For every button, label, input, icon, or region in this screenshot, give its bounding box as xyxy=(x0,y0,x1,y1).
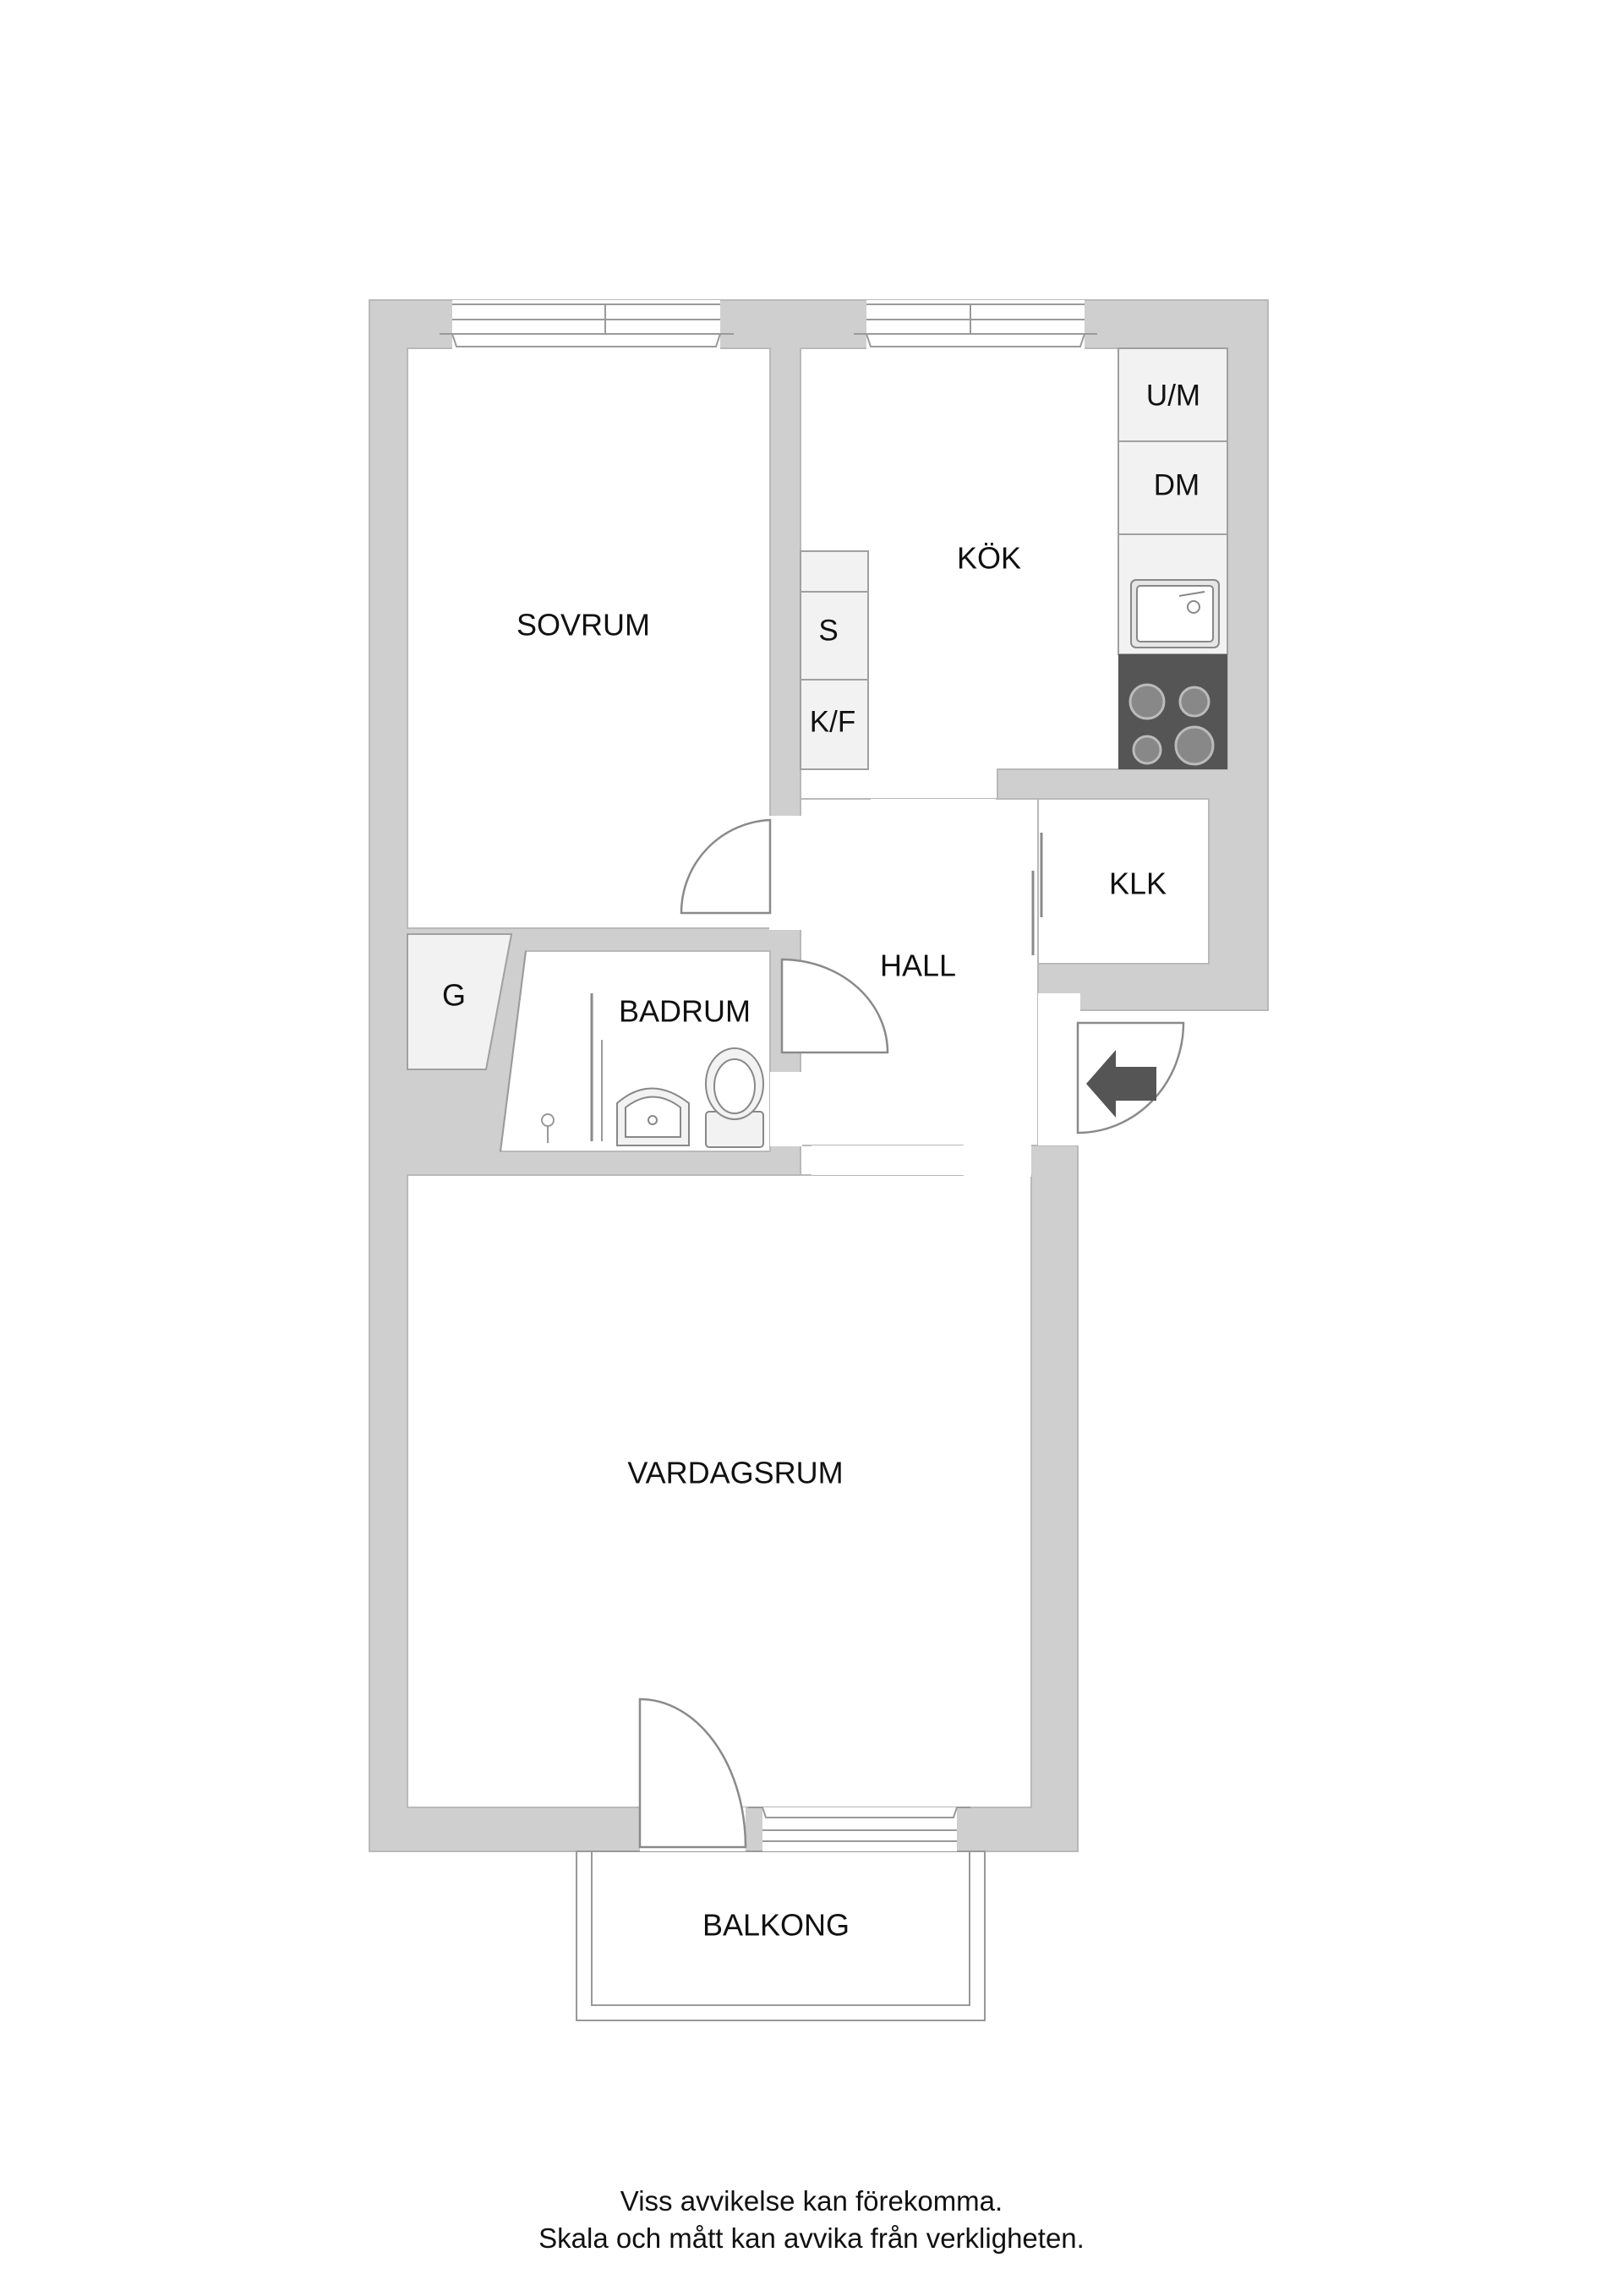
room-g: G xyxy=(442,978,466,1013)
label-s: S xyxy=(818,614,838,647)
washbasin-icon xyxy=(616,1087,690,1146)
fixture-kf xyxy=(800,679,869,770)
door-badrum xyxy=(780,958,889,1054)
shower-icon xyxy=(541,1113,555,1143)
room-klk: KLK xyxy=(1109,866,1167,901)
room-badrum: BADRUM xyxy=(619,994,751,1029)
room-hall: HALL xyxy=(880,948,956,983)
room-sovrum: SOVRUM xyxy=(516,608,650,642)
label-um: U/M xyxy=(1146,379,1200,412)
window-sovrum xyxy=(440,303,734,347)
fixture-s-top xyxy=(800,550,869,593)
fixture-dm xyxy=(1118,440,1228,535)
window-kok xyxy=(854,303,1097,347)
room-kok: KÖK xyxy=(957,541,1021,576)
label-dm: DM xyxy=(1154,468,1199,501)
fixture-um xyxy=(1118,347,1228,442)
entrance-arrow-icon xyxy=(1086,1050,1156,1118)
kitchen-sink-icon xyxy=(1130,579,1220,648)
room-balkong: BALKONG xyxy=(702,1908,850,1943)
toilet-icon xyxy=(705,1047,764,1148)
disclaimer: Viss avvikelse kan förekomma. Skala och … xyxy=(0,2183,1623,2257)
window-balcony xyxy=(748,1807,970,1842)
stove-icon xyxy=(1118,654,1227,769)
disclaimer-line-1: Viss avvikelse kan förekomma. xyxy=(620,2185,1003,2217)
door-balcony xyxy=(638,1697,747,1849)
closet-g xyxy=(407,933,513,1070)
balcony xyxy=(576,1850,986,2021)
room-vardagsrum: VARDAGSRUM xyxy=(627,1456,843,1490)
door-sovrum xyxy=(680,818,772,915)
label-kf: K/F xyxy=(810,705,855,738)
disclaimer-line-2: Skala och mått kan avvika från verklighe… xyxy=(538,2222,1085,2254)
